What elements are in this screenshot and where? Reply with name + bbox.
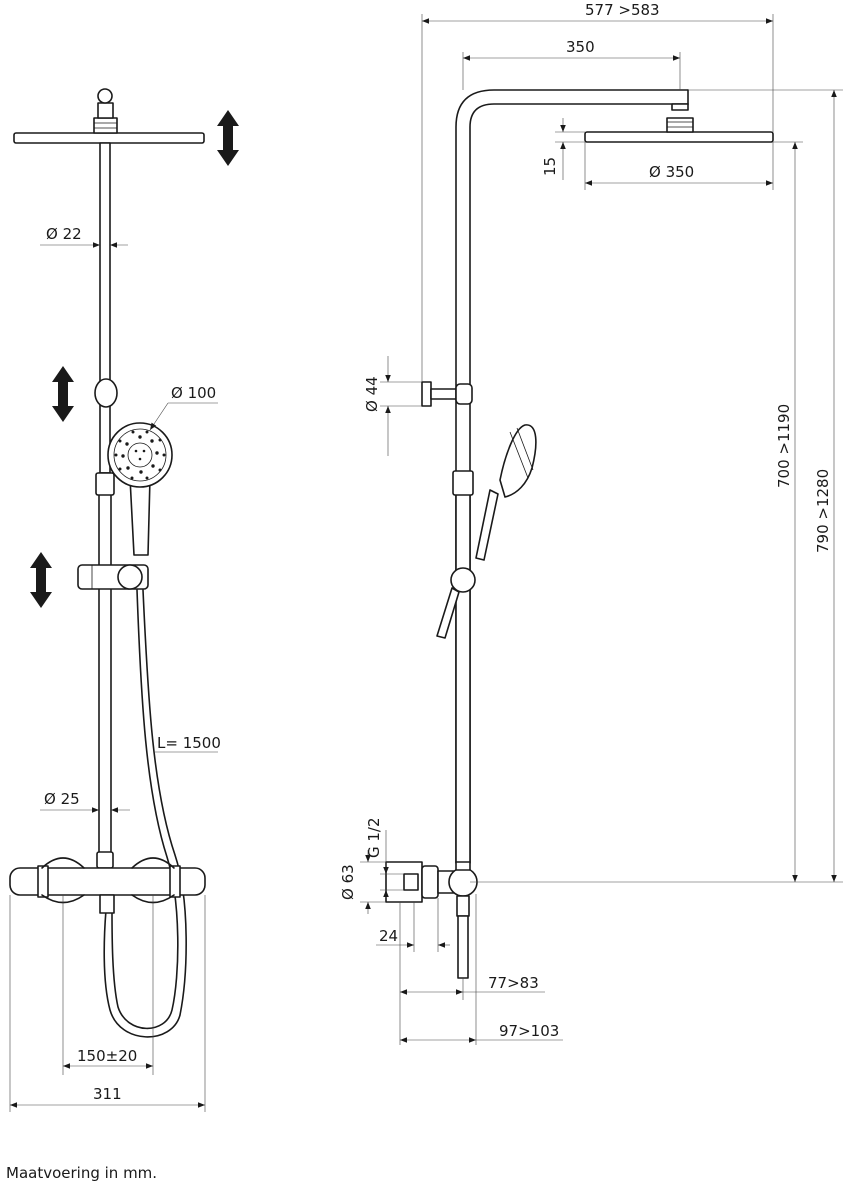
upper-rail-front [99,142,111,474]
dim-lower-pipe-diameter: Ø 25 [44,790,80,808]
holder-front [94,378,118,408]
front-view [9,88,239,1112]
dim-connection-thread: G 1/2 [365,817,383,858]
dim-rosette-diameter: Ø 63 [339,864,357,900]
dim-head-diameter: Ø 350 [649,163,694,181]
dim-rail-diameter: Ø 22 [46,225,82,243]
slider-side [436,567,476,639]
overhead-shower-front [13,88,205,144]
hand-shower-front [107,422,173,556]
dim-height-tall: 790 >1280 [814,469,832,553]
double-arrow-icon [52,366,74,422]
units-footnote: Maatvoering in mm. [6,1164,158,1182]
dim-holder-diameter: Ø 44 [363,376,381,412]
wall-holder-side [421,381,473,407]
dim-connection-offset: 24 [379,927,398,945]
dim-connection-spacing: 150±20 [77,1047,137,1065]
hose-front [103,589,187,1038]
dim-mixer-width: 311 [93,1085,122,1103]
dim-hose-length: L= 1500 [157,734,221,752]
double-arrow-icon [217,110,239,166]
dim-head-thickness: 15 [541,157,559,176]
double-arrow-icon [30,552,52,608]
dim-wall-distance-a: 77>83 [488,974,539,992]
lower-rail-front [98,472,112,864]
dim-height-short: 700 >1190 [775,404,793,488]
dim-arm-length: 350 [566,38,595,56]
thermostat-front [9,857,206,914]
shower-arm-side [455,89,689,863]
dim-wall-distance-b: 97>103 [499,1022,559,1040]
overhead-shower-side [584,117,774,143]
dim-hand-shower-diameter: Ø 100 [171,384,216,402]
dim-arm-reach: 577 >583 [585,1,660,19]
wall-connection-side [385,861,478,979]
technical-drawing: 577 >583 350 15 Ø 350 Ø 22 Ø 100 Ø 44 L=… [9,1,843,1112]
side-view [360,14,843,1045]
slider-front [77,564,149,590]
hand-shower-side [475,424,537,561]
